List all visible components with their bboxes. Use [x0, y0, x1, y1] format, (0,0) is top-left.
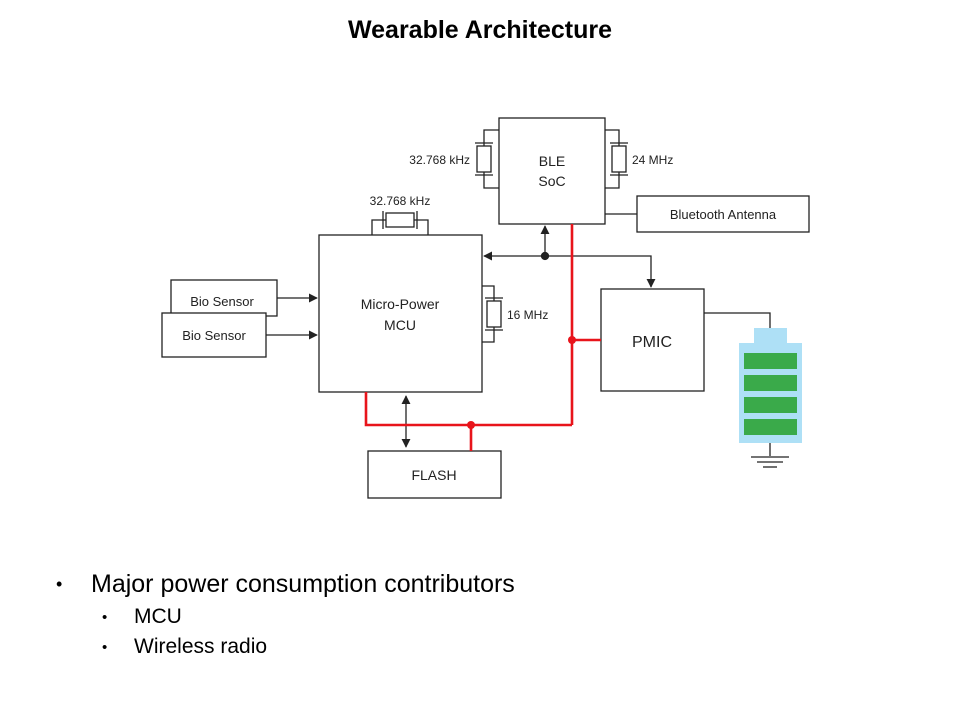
- bullet-sub-1: • MCU: [102, 602, 515, 632]
- mcu-crystal-top-label: 32.768 kHz: [370, 194, 431, 208]
- mcu-label-line2: MCU: [384, 317, 416, 333]
- bullet-main-text: Major power consumption contributors: [91, 569, 515, 598]
- bullet-sub-2-text: Wireless radio: [134, 635, 268, 658]
- mcu-label-line1: Micro-Power: [361, 296, 440, 312]
- mcu-block: [318, 234, 483, 393]
- bullet-sub-2: • Wireless radio: [102, 632, 515, 662]
- pmic-label: PMIC: [632, 334, 672, 351]
- bio-sensor-2-block: [161, 312, 267, 358]
- bullet-main: • Major power consumption contributors: [56, 566, 515, 602]
- power-lines: [364, 224, 601, 451]
- battery-icon: [739, 328, 802, 443]
- mcu-crystal-top: [371, 211, 429, 235]
- flash-block: [367, 450, 502, 499]
- bio-sensor-2-label: Bio Sensor: [182, 328, 246, 343]
- bluetooth-antenna-block: [636, 195, 810, 233]
- mcu-crystal-right: [482, 285, 503, 343]
- bio-sensor-1-label: Bio Sensor: [190, 294, 254, 309]
- ble-soc-label-line1: BLE: [539, 153, 565, 169]
- flash-label: FLASH: [411, 467, 456, 483]
- ble-soc-label-line2: SoC: [538, 173, 565, 189]
- ble-crystal-left-label: 32.768 kHz: [409, 153, 470, 167]
- slide-title: Wearable Architecture: [348, 16, 612, 44]
- bullet-dot-icon: •: [102, 638, 108, 656]
- bullet-dot-icon: •: [102, 608, 108, 626]
- pmic-block: [600, 288, 705, 392]
- bullet-sub-1-text: MCU: [134, 605, 182, 628]
- bullet-dot-icon: •: [56, 573, 63, 594]
- ble-soc-block: [498, 117, 606, 225]
- ble-crystal-right: [605, 129, 628, 189]
- ble-crystal-left: [475, 129, 499, 189]
- ble-crystal-right-label: 24 MHz: [632, 153, 673, 167]
- mcu-crystal-right-label: 16 MHz: [507, 308, 548, 322]
- bluetooth-antenna-label: Bluetooth Antenna: [670, 207, 777, 222]
- bullet-list: • Major power consumption contributors •…: [56, 566, 515, 662]
